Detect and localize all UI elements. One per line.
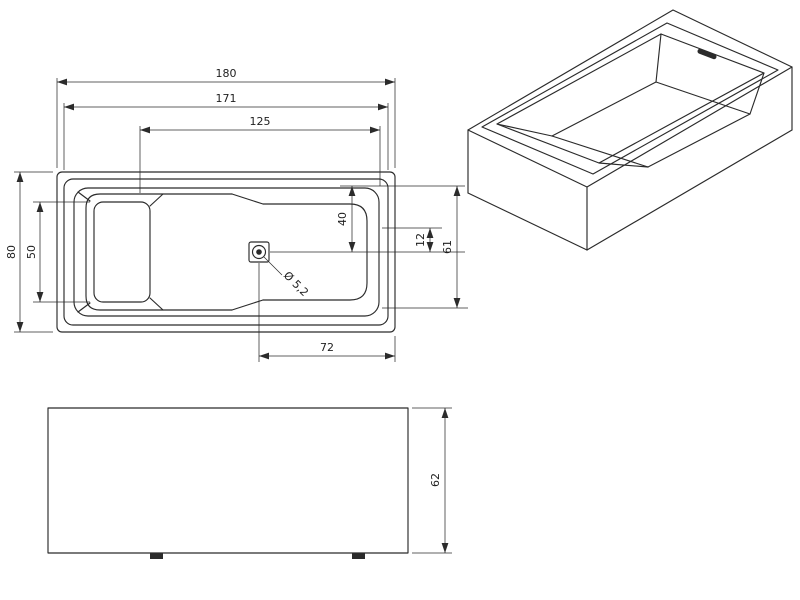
tub-foot (150, 553, 163, 559)
iso-rim-inner (481, 22, 779, 175)
drain-symbol (248, 241, 270, 263)
dim-drain-offset-top-label: 40 (336, 212, 349, 226)
dim-overall-width: 80 (5, 171, 53, 333)
iso-body-bottom (467, 192, 588, 251)
iso-backrest-edge (598, 162, 649, 168)
iso-backrest-edge (496, 123, 553, 137)
iso-body-bottom (586, 129, 793, 251)
dim-basin-width-label: 61 (441, 240, 454, 254)
dim-drain-offset-top: 40 (336, 186, 356, 252)
corner-slope-line (77, 302, 91, 313)
dim-basin-width: 61 (441, 186, 461, 308)
dim-overflow-gap-label: 12 (414, 233, 427, 247)
dim-basin-length: 125 (139, 115, 381, 193)
iso-floor-edge (655, 81, 751, 115)
drain-leader-line (263, 256, 283, 276)
dim-overall-length: 180 (56, 67, 396, 168)
iso-wall-corner (749, 72, 765, 115)
dim-rim-length-label: 171 (216, 92, 237, 105)
headrest-slope-line (149, 193, 164, 207)
iso-basin-top (496, 33, 765, 164)
drain-square (248, 241, 270, 263)
dim-drain-diameter-label: Ø 5,2 (281, 269, 311, 299)
iso-wall-corner (655, 33, 662, 83)
dim-rim-length: 171 (63, 92, 389, 170)
seat-slope-line (231, 193, 264, 205)
iso-floor-edge (551, 81, 657, 137)
dim-overflow-gap: 12 (414, 228, 434, 252)
drain-circle (251, 244, 267, 260)
corner-slope-line (77, 191, 91, 202)
front-panel (47, 407, 409, 554)
drain-center (256, 249, 262, 255)
iso-floor-edge (647, 113, 751, 168)
seat-slope-line (231, 299, 264, 311)
overflow-slot (697, 48, 717, 60)
iso-rim-outer (467, 9, 793, 188)
tub-foot (352, 553, 365, 559)
dim-headrest-width-label: 50 (25, 245, 38, 259)
headrest-slope-line (149, 297, 164, 311)
dim-tub-height-label: 62 (429, 473, 442, 487)
dim-headrest-width: 50 (25, 201, 90, 303)
dim-drain-offset-end: 72 (258, 263, 396, 362)
dim-tub-height: 62 (412, 407, 452, 554)
isometric-view (467, 9, 793, 251)
plan-dimensions: 180 171 125 80 50 (5, 67, 468, 362)
headrest-outline (93, 201, 151, 303)
front-elevation-view: 62 (47, 407, 452, 559)
dim-drain-offset-end-label: 72 (320, 341, 334, 354)
dim-overall-width-label: 80 (5, 245, 18, 259)
iso-backrest-bottom (551, 135, 649, 168)
dim-basin-length-label: 125 (250, 115, 271, 128)
dim-overall-length-label: 180 (216, 67, 237, 80)
backrest-step-edge (85, 193, 233, 311)
